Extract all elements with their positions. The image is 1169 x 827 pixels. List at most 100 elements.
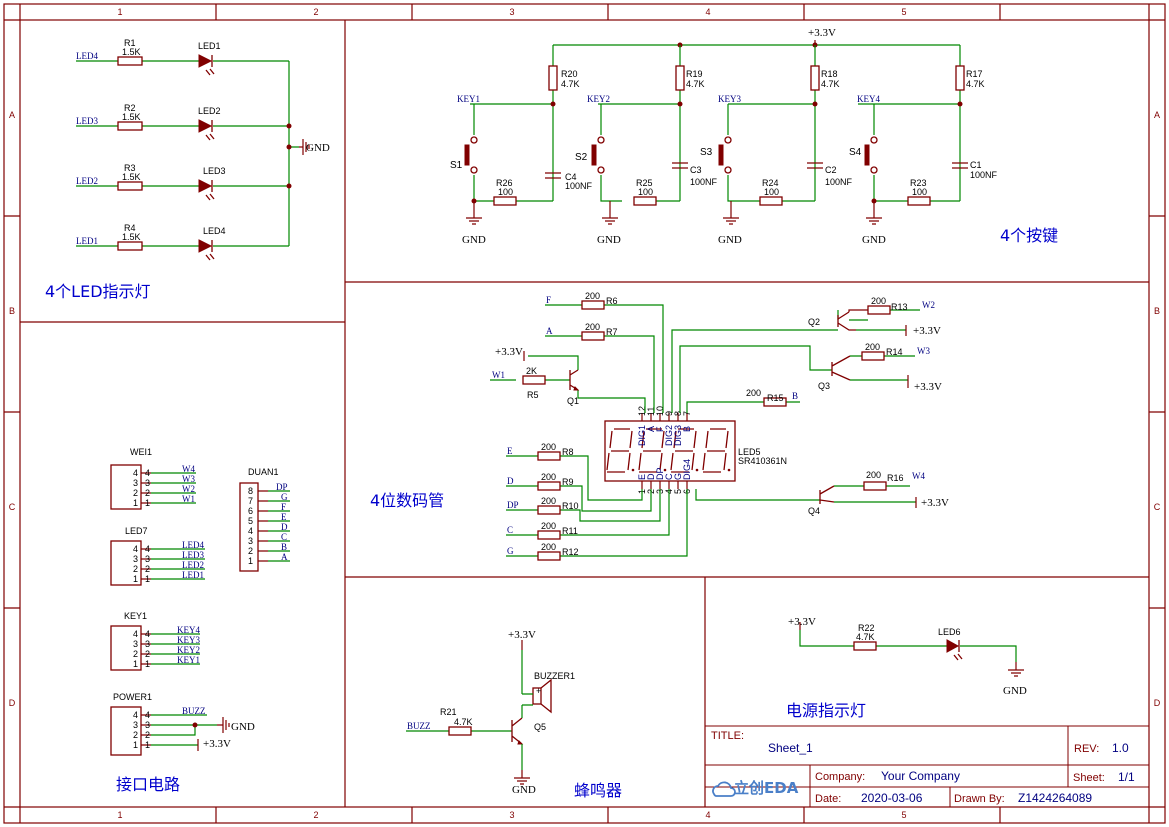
digit-4 [702,428,729,473]
power-res-ref: R22 [858,623,875,633]
svg-text:12: 12 [637,406,647,416]
switch-ref: S2 [575,152,588,163]
net-label: D [507,476,514,486]
switch-ref: S1 [450,160,463,171]
display-top-pin-numbers: 12 11 10 9 8 7 [637,406,692,416]
svg-text:2: 2 [133,730,138,740]
key-circuit-1: KEY1 R20 4.7K S1 R26 100 C4 100NF GND [450,45,593,246]
key-cap-value: 100NF [970,170,998,180]
svg-text:3: 3 [145,720,150,730]
svg-text:1: 1 [133,574,138,584]
key-block: +3.3V KEY1 R20 4.7K S1 R26 100 C4 100NF … [450,27,1058,246]
svg-text:F: F [655,426,665,432]
digit-2 [638,428,665,473]
svg-text:4: 4 [133,468,138,478]
svg-text:G: G [281,492,288,502]
net-label: G [507,546,514,556]
svg-text:8: 8 [673,411,683,416]
row-label-b: B [9,306,15,316]
rev-label: REV: [1074,743,1099,755]
svg-text:3: 3 [133,720,138,730]
svg-text:4: 4 [133,710,138,720]
svg-text:F: F [281,502,286,512]
led-resistor-ref: R4 [124,223,136,233]
key-pullup-value: 4.7K [686,79,705,89]
svg-text:7: 7 [682,411,692,416]
cloud-logo-icon [712,781,736,797]
led-row-4: LED1 R4 1.5K LED4 [76,223,289,261]
row-label-a: A [9,110,15,120]
net-label: DP [507,500,519,510]
col-label-4-bottom: 4 [705,810,710,820]
net-label: KEY4 [857,94,880,104]
svg-text:3: 3 [145,554,150,564]
svg-text:W1: W1 [182,494,195,504]
res-ref: R9 [562,477,574,487]
res-value: 200 [541,542,556,552]
digit-3 [670,428,697,473]
key-circuit-2: KEY2 R19 4.7K S2 R25 100 C3 100NF GND [575,45,718,246]
key-pullup-value: 4.7K [561,79,580,89]
display-bottom-pin-numbers: 1 2 3 4 5 6 [637,489,692,494]
svg-text:1: 1 [133,498,138,508]
svg-text:C: C [664,473,674,480]
row-label-c: C [9,502,16,512]
display-body [604,420,736,482]
gnd-label: GND [462,234,486,246]
block-title-power-led: 电源指示灯 [786,701,866,720]
digit-1 [606,428,633,473]
led-resistor-value: 1.5K [122,172,141,182]
svg-text:DP: DP [655,467,665,480]
date-label: Date: [815,793,841,805]
display-top-pin-names: DIG1 A F DIG2 DIG3 B [637,425,692,446]
res-ref: R5 [527,390,539,400]
svg-text:C: C [281,532,287,542]
net-label: W4 [912,471,925,481]
gnd-label: GND [597,234,621,246]
svg-text:7: 7 [248,496,253,506]
res-ref: R16 [887,473,904,483]
svg-text:3: 3 [145,478,150,488]
net-label: F [546,295,551,305]
net-label: A [546,326,553,336]
title-label: TITLE: [711,730,744,742]
net-label: B [792,391,798,401]
res-ref: R12 [562,547,579,557]
net-label: KEY2 [587,94,610,104]
key-pullup-value: 4.7K [966,79,985,89]
buzzer-ref: BUZZER1 [534,671,575,681]
svg-text:11: 11 [646,407,656,416]
display-bottom-pin-names: E D DP C G DIG4 [637,459,692,480]
svg-text:3: 3 [133,478,138,488]
svg-text:4: 4 [133,629,138,639]
block-title-keys: 4个按键 [1000,226,1058,245]
svg-text:4: 4 [133,544,138,554]
header-ref: LED7 [125,526,148,536]
vcc-label: +3.3V [788,616,816,628]
svg-text:2: 2 [133,649,138,659]
svg-text:W3: W3 [182,474,195,484]
svg-text:LED3: LED3 [182,550,204,560]
svg-text:1: 1 [248,556,253,566]
led-resistor-value: 1.5K [122,112,141,122]
key-circuit-3: KEY3 R18 4.7K S3 R24 100 C2 100NF GND [700,45,853,246]
key-cap-value: 100NF [690,177,718,187]
gnd-label: GND [231,721,255,733]
gnd-symbol [299,139,310,155]
key-series-ref: R23 [910,178,927,188]
col-label-4: 4 [705,7,710,17]
res-value: 200 [541,442,556,452]
col-label-1: 1 [117,7,122,17]
vcc-label: +3.3V [914,381,942,393]
vcc-label: +3.3V [808,27,836,39]
svg-text:4: 4 [145,629,150,639]
led-indicator-block: LED4 R1 1.5K LED1 LED3 R2 1.5K LED2 LED2… [45,38,330,301]
svg-text:2: 2 [145,488,150,498]
svg-text:10: 10 [655,406,665,416]
res-value: 200 [746,388,761,398]
net-label: LED4 [76,51,98,61]
svg-text:2: 2 [145,564,150,574]
